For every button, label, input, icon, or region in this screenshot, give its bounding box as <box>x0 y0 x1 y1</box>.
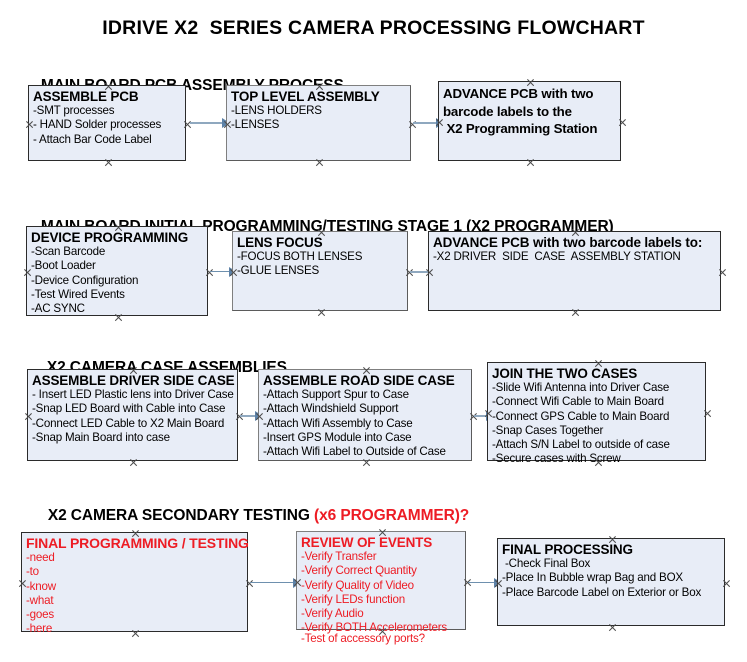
flow-box-line: -Verify Audio <box>301 607 364 621</box>
flow-box-advance-pcb-to-driver-side-case-station[interactable]: ADVANCE PCB with two barcode labels to: … <box>428 231 721 311</box>
flow-box-overflow-line: -Test of accessory ports? <box>301 632 425 645</box>
flow-box-line: -Snap Main Board into case <box>32 430 170 444</box>
connector-driver-side-to-road-side <box>240 411 263 421</box>
flow-box-line: -to <box>26 565 39 579</box>
flow-box-line: -LENS HOLDERS <box>231 104 322 117</box>
flow-box-line: - HAND Solder processes <box>33 118 162 132</box>
flow-box-line: -Connect Wifi Cable to Main Board <box>492 395 664 409</box>
section-heading-text: X2 CAMERA SECONDARY TESTING <box>47 507 315 524</box>
flow-box-line: -Attach Wifi Assembly to Case <box>263 416 413 430</box>
flow-box-line: -Check Final Box <box>502 557 591 570</box>
flow-box-line: -goes <box>26 608 55 622</box>
connection-handle-bottom[interactable] <box>317 308 326 317</box>
flow-box-line: -Device Configuration <box>31 273 139 287</box>
flow-box-line: -X2 DRIVER SIDE CASE ASSEMBLY STATION <box>433 250 681 263</box>
flow-box-review-of-events[interactable]: REVIEW OF EVENTS -Verify Transfer -Verif… <box>296 531 466 645</box>
flow-box-assemble-driver-side-case[interactable]: ASSEMBLE DRIVER SIDE CASE - Insert LED P… <box>27 369 238 461</box>
flow-box-line: -Secure cases with Screw <box>492 452 621 466</box>
connection-handle-bottom[interactable] <box>608 623 617 632</box>
flow-box-lens-focus[interactable]: LENS FOCUS -FOCUS BOTH LENSES -GLUE LENS… <box>232 231 408 311</box>
flow-box-title: JOIN THE TWO CASES <box>492 366 638 381</box>
flow-box-advance-pcb-to-x2-programming-station[interactable]: ADVANCE PCB with two barcode labels to t… <box>438 81 621 161</box>
flow-box-title: ADVANCE PCB with two barcode labels to: <box>433 235 703 250</box>
connection-handle-bottom[interactable] <box>315 158 324 167</box>
flow-box-title: ASSEMBLE PCB <box>33 89 139 104</box>
flow-box-final-programming-testing[interactable]: FINAL PROGRAMMING / TESTING -need -to -k… <box>21 532 249 635</box>
flow-box-device-programming[interactable]: DEVICE PROGRAMMING -Scan Barcode -Boot L… <box>26 226 208 316</box>
flow-box-line: -Verify Correct Quantity <box>301 564 417 578</box>
flow-box-line: -Attach S/N Label to outside of case <box>492 438 670 452</box>
flow-box-line: -Connect LED Cable to X2 Main Board <box>32 416 225 430</box>
flow-box-line: -here <box>26 622 53 636</box>
flow-box-line: -GLUE LENSES <box>237 264 320 278</box>
flow-box-line: -Place Barcode Label on Exterior or Box <box>502 585 702 599</box>
flow-box-title: TOP LEVEL ASSEMBLY <box>231 89 380 104</box>
flow-box-line: -Insert GPS Module into Case <box>263 430 412 444</box>
flow-box-assemble-road-side-case[interactable]: ASSEMBLE ROAD SIDE CASE -Attach Support … <box>258 369 472 461</box>
flow-box-line: - Insert LED Plastic lens into Driver Ca… <box>32 388 234 401</box>
page-title: IDRIVE X2 SERIES CAMERA PROCESSING FLOWC… <box>102 17 645 39</box>
connector-top-level-assembly-to-advance-pcb <box>413 118 444 128</box>
flow-box-line: -Verify Quality of Video <box>301 578 414 592</box>
flow-box-line: - Attach Bar Code Label <box>33 132 152 146</box>
flow-box-line: -Verify LEDs function <box>301 592 406 606</box>
flow-box-line: -AC SYNC <box>31 302 85 316</box>
flow-box-line: -Place In Bubble wrap Bag and BOX <box>502 571 683 585</box>
connection-handle-bottom[interactable] <box>104 158 113 167</box>
connection-handle-bottom[interactable] <box>571 308 580 317</box>
flow-box-title: FINAL PROGRAMMING / TESTING <box>26 535 249 551</box>
flow-box-top-level-assembly[interactable]: TOP LEVEL ASSEMBLY -LENS HOLDERS -LENSES <box>226 85 411 161</box>
flow-box-line: -know <box>26 579 56 593</box>
flow-box-assemble-pcb[interactable]: ASSEMBLE PCB -SMT processes - HAND Solde… <box>28 85 186 161</box>
flow-box-title: ASSEMBLE DRIVER SIDE CASE <box>32 373 235 388</box>
flow-box-line: -Attach Support Spur to Case <box>263 388 409 401</box>
flow-box-title: REVIEW OF EVENTS <box>301 535 433 550</box>
flow-box-title: FINAL PROCESSING <box>502 542 633 557</box>
flow-box-line: -Boot Loader <box>31 259 96 273</box>
flow-box-line: -Slide Wifi Antenna into Driver Case <box>492 381 670 394</box>
section-heading-x2-camera-secondary-testing: X2 CAMERA SECONDARY TESTING (x6 PROGRAMM… <box>31 489 469 543</box>
flow-box-line: -FOCUS BOTH LENSES <box>237 250 363 263</box>
flow-box-line: -need <box>26 551 55 564</box>
flow-box-line: -Connect GPS Cable to Main Board <box>492 409 670 423</box>
flow-box-line: -Verify BOTH Accelerometers <box>301 621 448 635</box>
connector-assemble-pcb-to-top-level-assembly <box>190 118 230 128</box>
flow-box-line: -Attach Wifi Label to Outside of Case <box>263 445 446 459</box>
connector-final-programming-to-review-of-events <box>250 577 301 588</box>
connector-review-of-events-to-final-processing <box>468 577 502 588</box>
section-heading-accent: (x6 PROGRAMMER)? <box>314 507 470 524</box>
connector-device-programming-to-lens-focus <box>210 266 237 277</box>
flow-box-title: ASSEMBLE ROAD SIDE CASE <box>263 373 455 388</box>
flow-box-title: DEVICE PROGRAMMING <box>31 230 189 245</box>
connector-road-side-to-join-cases <box>474 411 494 421</box>
flow-box-line: -Verify Transfer <box>301 550 377 563</box>
connection-handle-bottom[interactable] <box>526 158 535 167</box>
flow-box-line: -what <box>26 593 54 607</box>
connection-handle-bottom[interactable] <box>129 458 138 467</box>
flow-box-line: -LENSES <box>231 118 280 132</box>
flow-box-line: -Attach Windshield Support <box>263 402 399 416</box>
flow-box-final-processing[interactable]: FINAL PROCESSING -Check Final Box -Place… <box>497 538 725 626</box>
flow-box-line: -Snap Cases Together <box>492 423 604 437</box>
flow-box-title: ADVANCE PCB with two <box>443 86 594 101</box>
flow-box-title: LENS FOCUS <box>237 235 323 250</box>
connection-handle-right[interactable] <box>718 268 727 277</box>
flow-box-line: X2 Programming Station <box>443 121 598 136</box>
flow-box-line: -Test Wired Events <box>31 287 125 301</box>
flow-box-line: -SMT processes <box>33 104 115 117</box>
flow-box-join-the-two-cases[interactable]: JOIN THE TWO CASES -Slide Wifi Antenna i… <box>487 362 706 465</box>
flow-box-line: -Scan Barcode <box>31 245 106 258</box>
flow-box-line: -Snap LED Board with Cable into Case <box>32 402 226 416</box>
flow-box-line: barcode labels to the <box>443 103 572 119</box>
